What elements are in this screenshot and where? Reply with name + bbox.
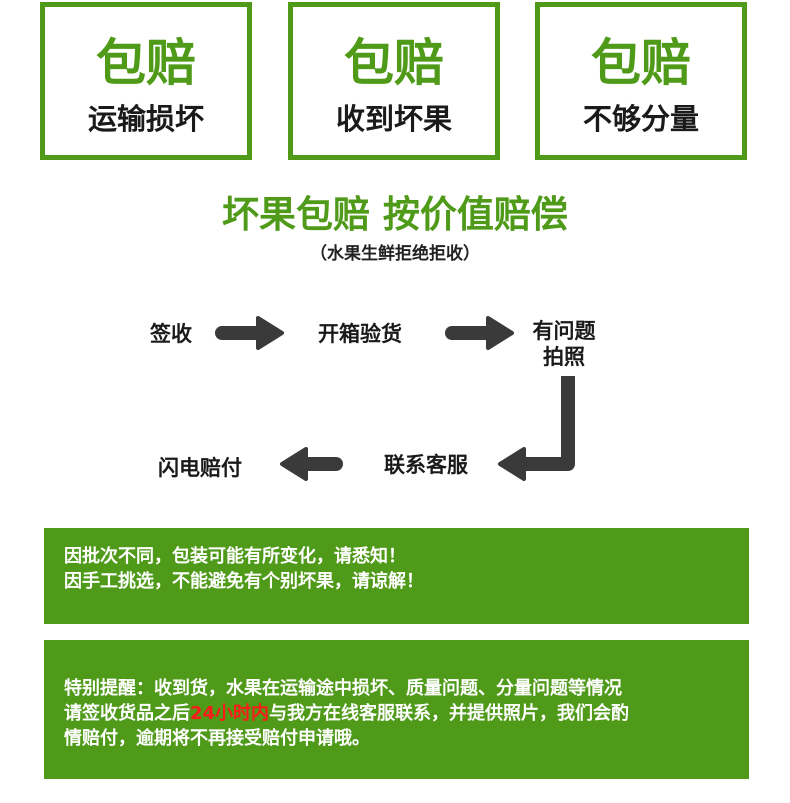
guarantee-title: 包赔 [344, 34, 444, 92]
flow-step-inspect: 开箱验货 [318, 322, 402, 346]
guarantee-label: 收到坏果 [335, 102, 452, 136]
flow-step-photo: 有问题 拍照 [528, 318, 600, 370]
guarantee-title: 包赔 [96, 34, 196, 92]
notice-line: 特别提醒：收到货，水果在运输途中损坏、质量问题、分量问题等情况 [64, 678, 622, 699]
guarantee-label: 运输损坏 [87, 102, 204, 136]
notice-line: 请签收货品之后24小时内与我方在线客服联系，并提供照片，我们会酌 [64, 701, 749, 726]
flow-step-photo-line2: 拍照 [543, 345, 585, 369]
guarantee-box-bad-fruit: 包赔 收到坏果 [288, 2, 500, 160]
arrow-left-icon [280, 447, 343, 481]
flow-step-photo-line1: 有问题 [532, 319, 596, 343]
guarantee-box-weight: 包赔 不够分量 [535, 2, 747, 160]
guarantee-label: 不够分量 [582, 102, 699, 136]
notice-text: 请签收货品之后 [64, 703, 190, 724]
flow-step-contact: 联系客服 [384, 453, 468, 477]
guarantee-title: 包赔 [591, 34, 691, 92]
notice-line: 情赔付，逾期将不再接受赔付申请哦。 [64, 728, 370, 749]
arrow-right-icon [445, 316, 514, 350]
notice-panel-special-reminder: 特别提醒：收到货，水果在运输途中损坏、质量问题、分量问题等情况 请签收货品之后2… [44, 640, 749, 779]
headline: 坏果包赔 按价值赔偿 [222, 193, 568, 236]
arrow-bend-down-left-icon [498, 376, 575, 481]
flow-step-sign: 签收 [150, 322, 192, 346]
notice-text: 与我方在线客服联系，并提供照片，我们会酌 [269, 703, 630, 724]
notice-line: 因手工挑选，不能避免有个别坏果，请谅解！ [64, 571, 424, 592]
notice-line: 因批次不同，包装可能有所变化，请悉知！ [64, 546, 406, 567]
deadline-highlight: 24小时内 [190, 703, 270, 724]
notice-panel-packaging: 因批次不同，包装可能有所变化，请悉知！ 因手工挑选，不能避免有个别坏果，请谅解！ [44, 528, 749, 624]
guarantee-box-damage: 包赔 运输损坏 [40, 2, 252, 160]
flow-step-compensate: 闪电赔付 [158, 456, 242, 480]
subheadline: （水果生鲜拒绝拒收） [310, 244, 480, 264]
arrow-right-icon [215, 316, 284, 350]
